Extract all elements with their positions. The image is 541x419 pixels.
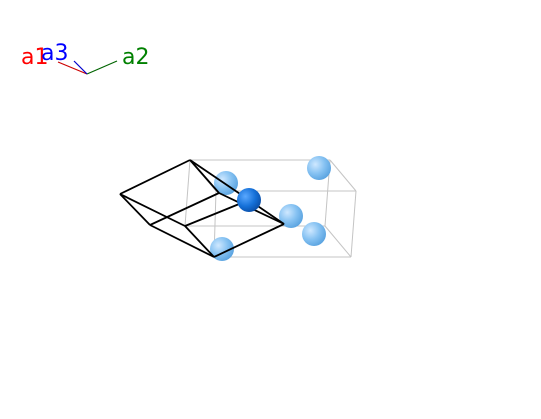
central-atom: [237, 188, 261, 212]
a3-axis-label: a3: [41, 41, 68, 66]
a1-axis-line: [57, 61, 88, 75]
atom: [279, 204, 303, 228]
a3-axis-line: [73, 60, 88, 75]
conventional-cell: [184, 159, 357, 258]
atom: [210, 237, 234, 261]
atom: [302, 222, 326, 246]
atom: [307, 156, 331, 180]
primitive-cell: [119, 159, 285, 258]
a2-axis-line: [86, 60, 118, 75]
a1-axis-label: a1: [21, 45, 48, 70]
axes-indicator: a1 a3 a2: [21, 41, 149, 75]
a2-axis-label: a2: [122, 45, 149, 70]
